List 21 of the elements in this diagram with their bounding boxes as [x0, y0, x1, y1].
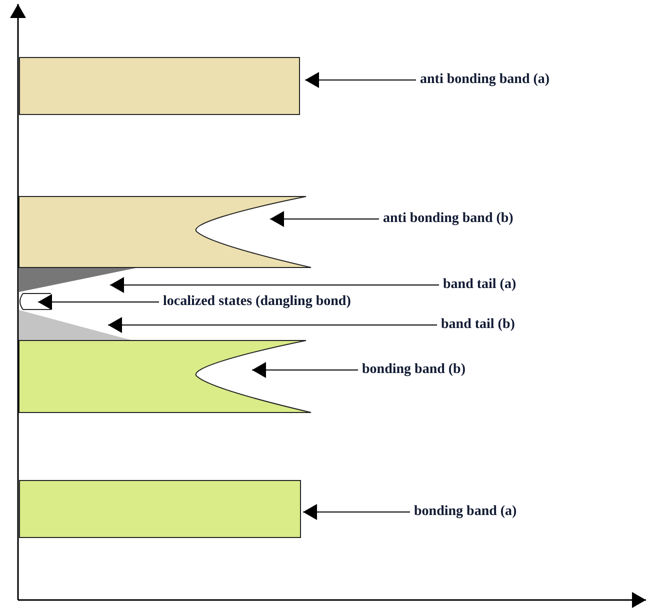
arrow: [270, 211, 380, 227]
arrow: [302, 504, 410, 520]
arrow: [252, 362, 358, 378]
band-label: bonding band (b): [362, 361, 466, 379]
energy-band: [19, 340, 311, 413]
arrow: [110, 277, 440, 293]
energy-band: [19, 480, 301, 538]
band-label: anti bonding band (a): [420, 71, 550, 89]
arrow: [304, 72, 416, 88]
arrow: [38, 294, 160, 310]
band-label: anti bonding band (b): [383, 210, 514, 228]
band-tail: [19, 268, 136, 292]
band-label: band tail (a): [443, 276, 516, 294]
energy-band: [19, 57, 300, 115]
band-label: bonding band (a): [414, 503, 517, 521]
band-label: band tail (b): [441, 316, 515, 334]
energy-band: [19, 196, 311, 268]
band-tail: [19, 310, 131, 340]
band-label: localized states (dangling bond): [163, 293, 351, 311]
localized-states: [19, 293, 51, 310]
arrow: [108, 317, 438, 333]
